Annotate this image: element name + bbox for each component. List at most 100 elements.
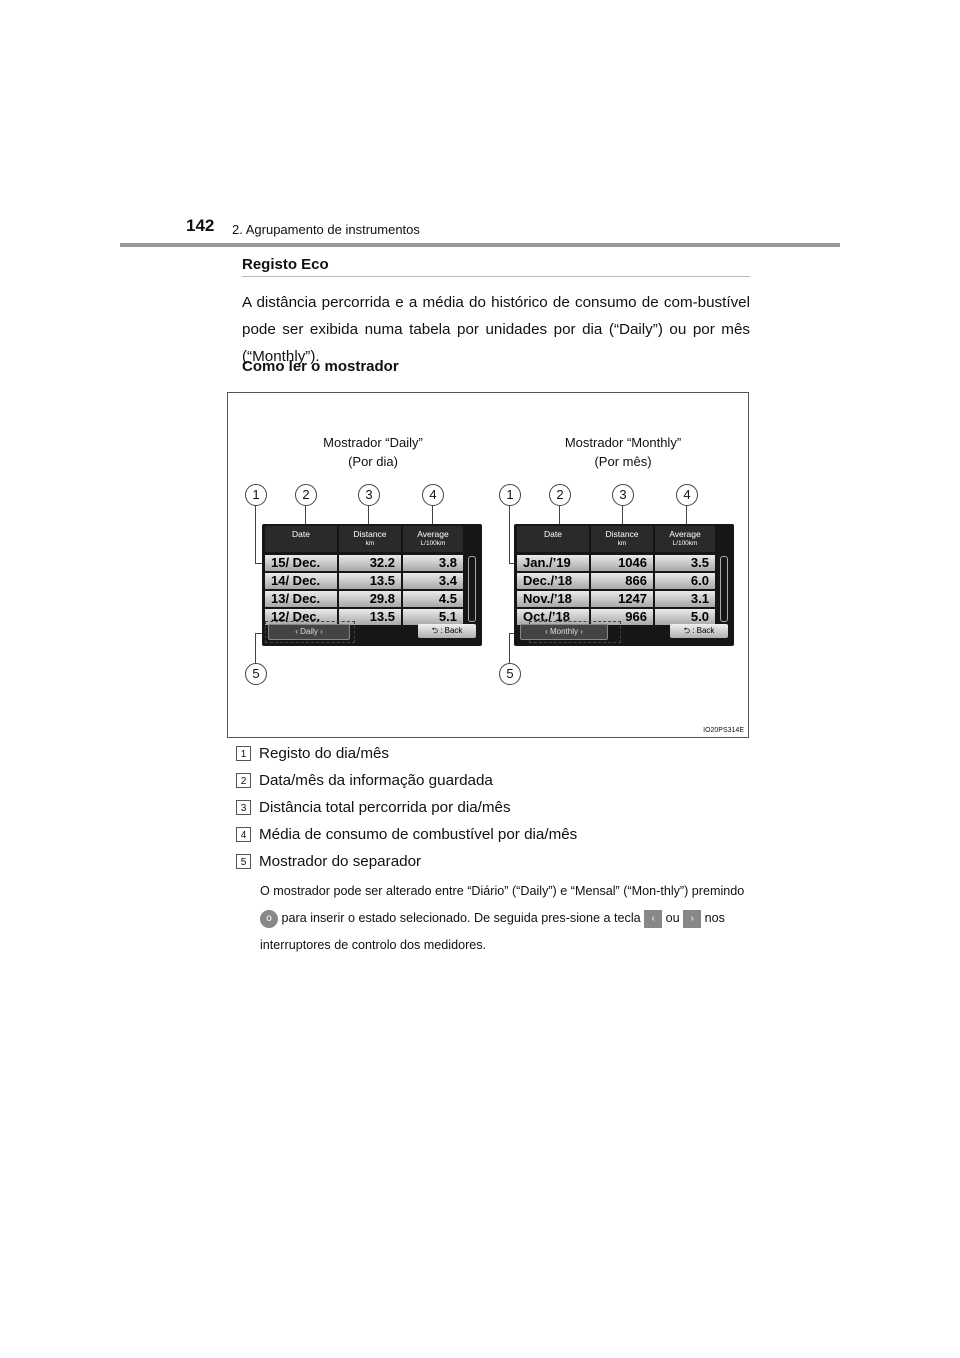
- list-text: Registo do dia/mês: [259, 745, 390, 762]
- page-number: 142: [186, 216, 215, 235]
- average-header-label: Average: [417, 529, 449, 539]
- row-average: 6.0: [655, 573, 715, 589]
- list-text: Data/mês da informação guardada: [259, 772, 493, 789]
- list-text: Mostrador do separador: [259, 853, 422, 870]
- figure: Mostrador “Daily” (Por dia) Mostrador “M…: [227, 392, 749, 738]
- note-text-2: para inserir o estado selecionado. De se…: [281, 911, 641, 925]
- sub-heading: Como ler o mostrador: [242, 358, 399, 375]
- callout-4-daily: 4: [422, 484, 444, 506]
- back-button[interactable]: ⮌ : Back: [418, 624, 476, 638]
- row-date: 15/ Dec.: [265, 555, 337, 571]
- distance-header-label: Distance: [605, 529, 639, 539]
- callout-5-daily: 5: [245, 663, 267, 685]
- header-rule: [120, 243, 840, 247]
- row-distance: 13.5: [339, 573, 401, 589]
- tab-highlight-box: [265, 621, 355, 643]
- leader-line: [509, 633, 510, 663]
- table-row[interactable]: Dec./’18 866 6.0: [517, 573, 715, 589]
- note-text-3: ou: [665, 911, 680, 925]
- table-row[interactable]: Nov./’18 1247 3.1: [517, 591, 715, 607]
- row-date: Nov./’18: [517, 591, 589, 607]
- list-number: 2: [236, 773, 251, 788]
- figure-code: IO20PS314E: [703, 727, 744, 734]
- section-rule: [242, 276, 750, 277]
- scrollbar[interactable]: [720, 556, 728, 622]
- monthly-tab[interactable]: ‹ Monthly ›: [520, 624, 608, 640]
- leader-line: [255, 506, 256, 563]
- callout-1-daily: 1: [245, 484, 267, 506]
- intro-paragraph: A distância percorrida e a média do hist…: [242, 294, 750, 365]
- callout-2-monthly: 2: [549, 484, 571, 506]
- list-number: 1: [236, 746, 251, 761]
- row-average: 3.5: [655, 555, 715, 571]
- row-average: 4.5: [403, 591, 463, 607]
- monthly-caption-line1: Mostrador “Monthly”: [564, 435, 682, 450]
- note-paragraph: O mostrador pode ser alterado entre “Diá…: [260, 878, 750, 959]
- row-distance: 32.2: [339, 555, 401, 571]
- callout-1-monthly: 1: [499, 484, 521, 506]
- leader-line: [686, 506, 687, 526]
- leader-line: [368, 506, 369, 526]
- daily-caption-line1: Mostrador “Daily”: [323, 435, 423, 450]
- row-average: 3.1: [655, 591, 715, 607]
- row-date: Jan./’19: [517, 555, 589, 571]
- row-average: 5.0: [655, 609, 715, 625]
- scrollbar[interactable]: [468, 556, 476, 622]
- daily-caption-line2: (Por dia): [348, 454, 398, 469]
- note-text-1: O mostrador pode ser alterado entre “Diá…: [260, 884, 745, 898]
- row-date: 13/ Dec.: [265, 591, 337, 607]
- leader-line: [255, 633, 267, 634]
- table-row[interactable]: Jan./’19 1046 3.5: [517, 555, 715, 571]
- callout-5-monthly: 5: [499, 663, 521, 685]
- leader-line: [432, 506, 433, 526]
- list-text: Média de consumo de combustível por dia/…: [259, 826, 578, 843]
- monthly-caption-line2: (Por mês): [594, 454, 652, 469]
- row-average: 3.4: [403, 573, 463, 589]
- date-column-header: Date: [517, 526, 589, 552]
- list-number: 4: [236, 827, 251, 842]
- leader-line: [622, 506, 623, 526]
- average-header-label: Average: [669, 529, 701, 539]
- leader-line: [559, 506, 560, 526]
- daily-tab[interactable]: ‹ Daily ›: [268, 624, 350, 640]
- date-header-label: Date: [292, 529, 310, 539]
- row-distance: 1046: [591, 555, 653, 571]
- callout-3-daily: 3: [358, 484, 380, 506]
- average-unit: L/100km: [672, 540, 698, 547]
- tab-highlight-box: [529, 621, 621, 643]
- distance-unit: km: [617, 540, 627, 547]
- chapter-title: 2. Agrupamento de instrumentos: [232, 222, 420, 237]
- left-arrow-icon: ‹: [644, 909, 663, 928]
- date-column-header: Date: [265, 526, 337, 552]
- table-row[interactable]: 13/ Dec. 29.8 4.5: [265, 591, 463, 607]
- row-distance: 29.8: [339, 591, 401, 607]
- row-distance: 1247: [591, 591, 653, 607]
- leader-line: [255, 563, 267, 564]
- leader-line: [509, 506, 510, 563]
- leader-line: [305, 506, 306, 526]
- back-button[interactable]: ⮌ : Back: [670, 624, 728, 638]
- monthly-caption: Mostrador “Monthly” (Por mês): [528, 433, 718, 471]
- ok-button-icon: o: [260, 909, 278, 928]
- list-number: 5: [236, 854, 251, 869]
- average-unit: L/100km: [420, 540, 446, 547]
- date-header-label: Date: [544, 529, 562, 539]
- note-text-4: nos interruptores de controlo dos medido…: [260, 911, 725, 952]
- leader-line: [255, 633, 256, 663]
- callout-2-daily: 2: [295, 484, 317, 506]
- table-row[interactable]: 14/ Dec. 13.5 3.4: [265, 573, 463, 589]
- list-number: 3: [236, 800, 251, 815]
- list-text: Distância total percorrida por dia/mês: [259, 799, 511, 816]
- row-average: 3.8: [403, 555, 463, 571]
- row-distance: 866: [591, 573, 653, 589]
- section-heading: Registo Eco: [242, 256, 329, 273]
- distance-unit: km: [365, 540, 375, 547]
- right-arrow-icon: ›: [683, 909, 702, 928]
- distance-header-label: Distance: [353, 529, 387, 539]
- table-row[interactable]: 15/ Dec. 32.2 3.8: [265, 555, 463, 571]
